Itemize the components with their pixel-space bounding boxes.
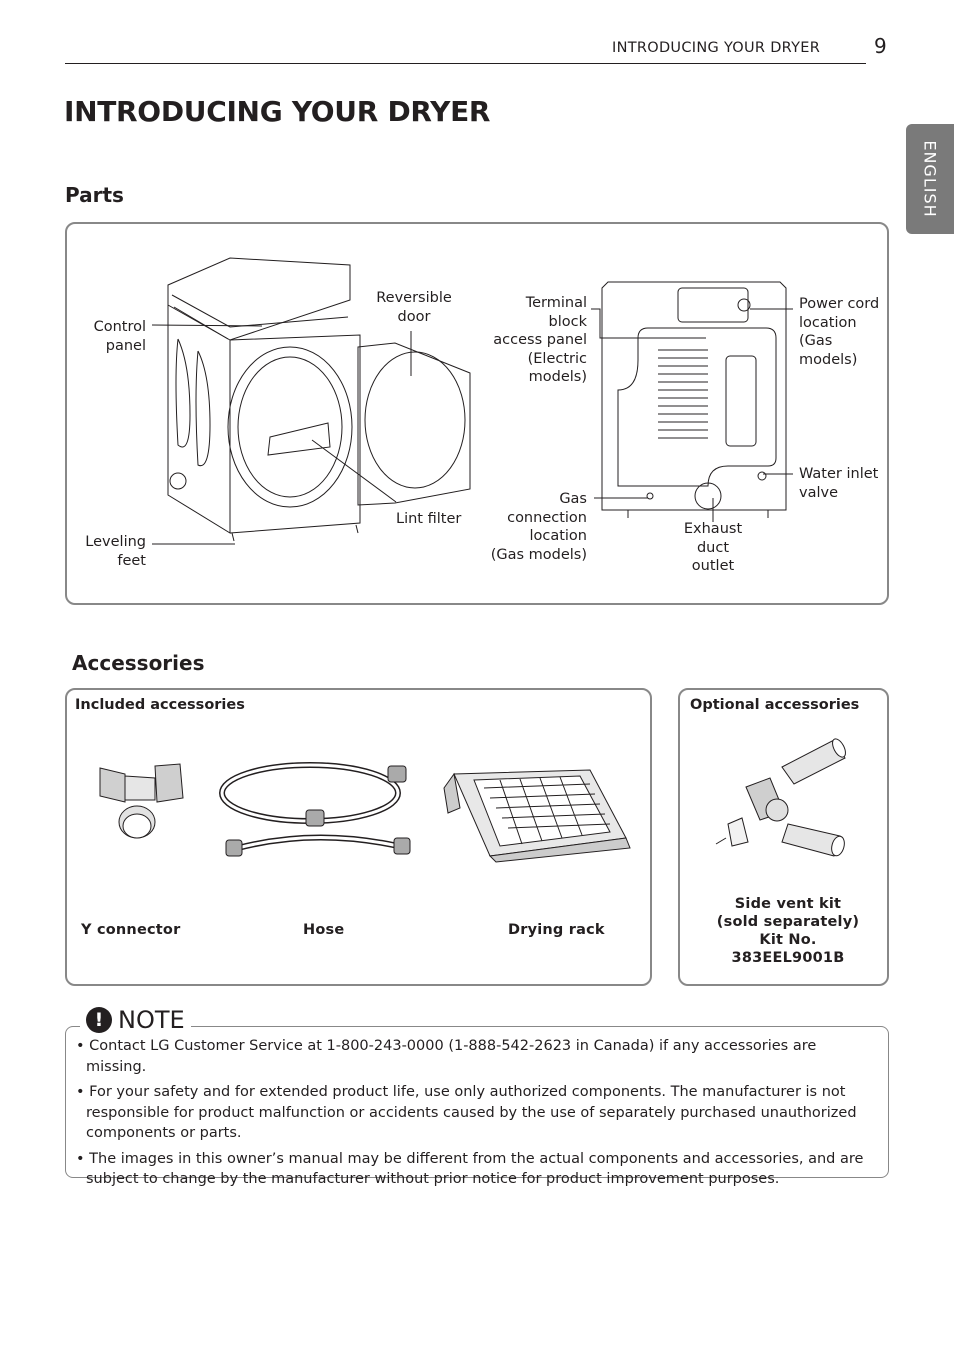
note-bullet: • For your safety and for extended produ… bbox=[76, 1084, 857, 1141]
optional-accessories-heading: Optional accessories bbox=[690, 697, 860, 713]
note-title: ! NOTE bbox=[80, 1006, 191, 1034]
label-reversible-door: Reversible door bbox=[376, 290, 452, 325]
label-terminal-block: Terminal block access panel (Electric mo… bbox=[493, 295, 587, 385]
hose-image bbox=[219, 762, 411, 857]
note-box bbox=[65, 1026, 889, 1178]
label-drying-rack: Drying rack bbox=[508, 922, 605, 938]
drying-rack-image bbox=[443, 769, 631, 863]
parts-heading: Parts bbox=[65, 183, 124, 207]
label-leveling-feet: Leveling feet bbox=[85, 534, 146, 569]
running-header: INTRODUCING YOUR DRYER bbox=[612, 40, 821, 56]
side-vent-kit-image bbox=[715, 738, 846, 857]
optional-accessories-panel bbox=[678, 688, 889, 986]
label-y-connector: Y connector bbox=[81, 922, 181, 938]
note-title-text: NOTE bbox=[118, 1006, 185, 1034]
label-power-cord: Power cord location (Gas models) bbox=[799, 296, 880, 368]
included-accessories-heading: Included accessories bbox=[75, 697, 245, 713]
page-number: 9 bbox=[874, 34, 887, 58]
label-lint-filter: Lint filter bbox=[396, 511, 462, 527]
dryer-rear-illustration bbox=[601, 281, 787, 518]
language-tab: ENGLISH bbox=[906, 124, 954, 234]
header-rule bbox=[65, 63, 866, 64]
parts-panel bbox=[65, 222, 889, 605]
note-bullets: • Contact LG Customer Service at 1-800-2… bbox=[76, 1036, 876, 1190]
parts-leader-lines bbox=[151, 308, 793, 545]
label-control-panel: Control panel bbox=[93, 319, 146, 354]
label-side-vent-kit: Side vent kit (sold separately) Kit No. … bbox=[716, 896, 860, 966]
label-gas-connection: Gas connection location (Gas models) bbox=[490, 491, 587, 563]
dryer-front-illustration bbox=[167, 257, 471, 542]
accessories-heading: Accessories bbox=[72, 651, 205, 675]
page-title: INTRODUCING YOUR DRYER bbox=[64, 95, 491, 128]
y-connector-image bbox=[99, 763, 184, 839]
label-hose: Hose bbox=[303, 922, 345, 938]
note-bullet: • Contact LG Customer Service at 1-800-2… bbox=[76, 1038, 817, 1075]
included-accessories-panel bbox=[65, 688, 652, 986]
label-exhaust-duct: Exhaust duct outlet bbox=[683, 521, 743, 574]
note-bullet: • The images in this owner’s manual may … bbox=[76, 1150, 864, 1188]
exclamation-icon: ! bbox=[86, 1007, 112, 1033]
label-water-inlet: Water inlet valve bbox=[799, 466, 879, 501]
